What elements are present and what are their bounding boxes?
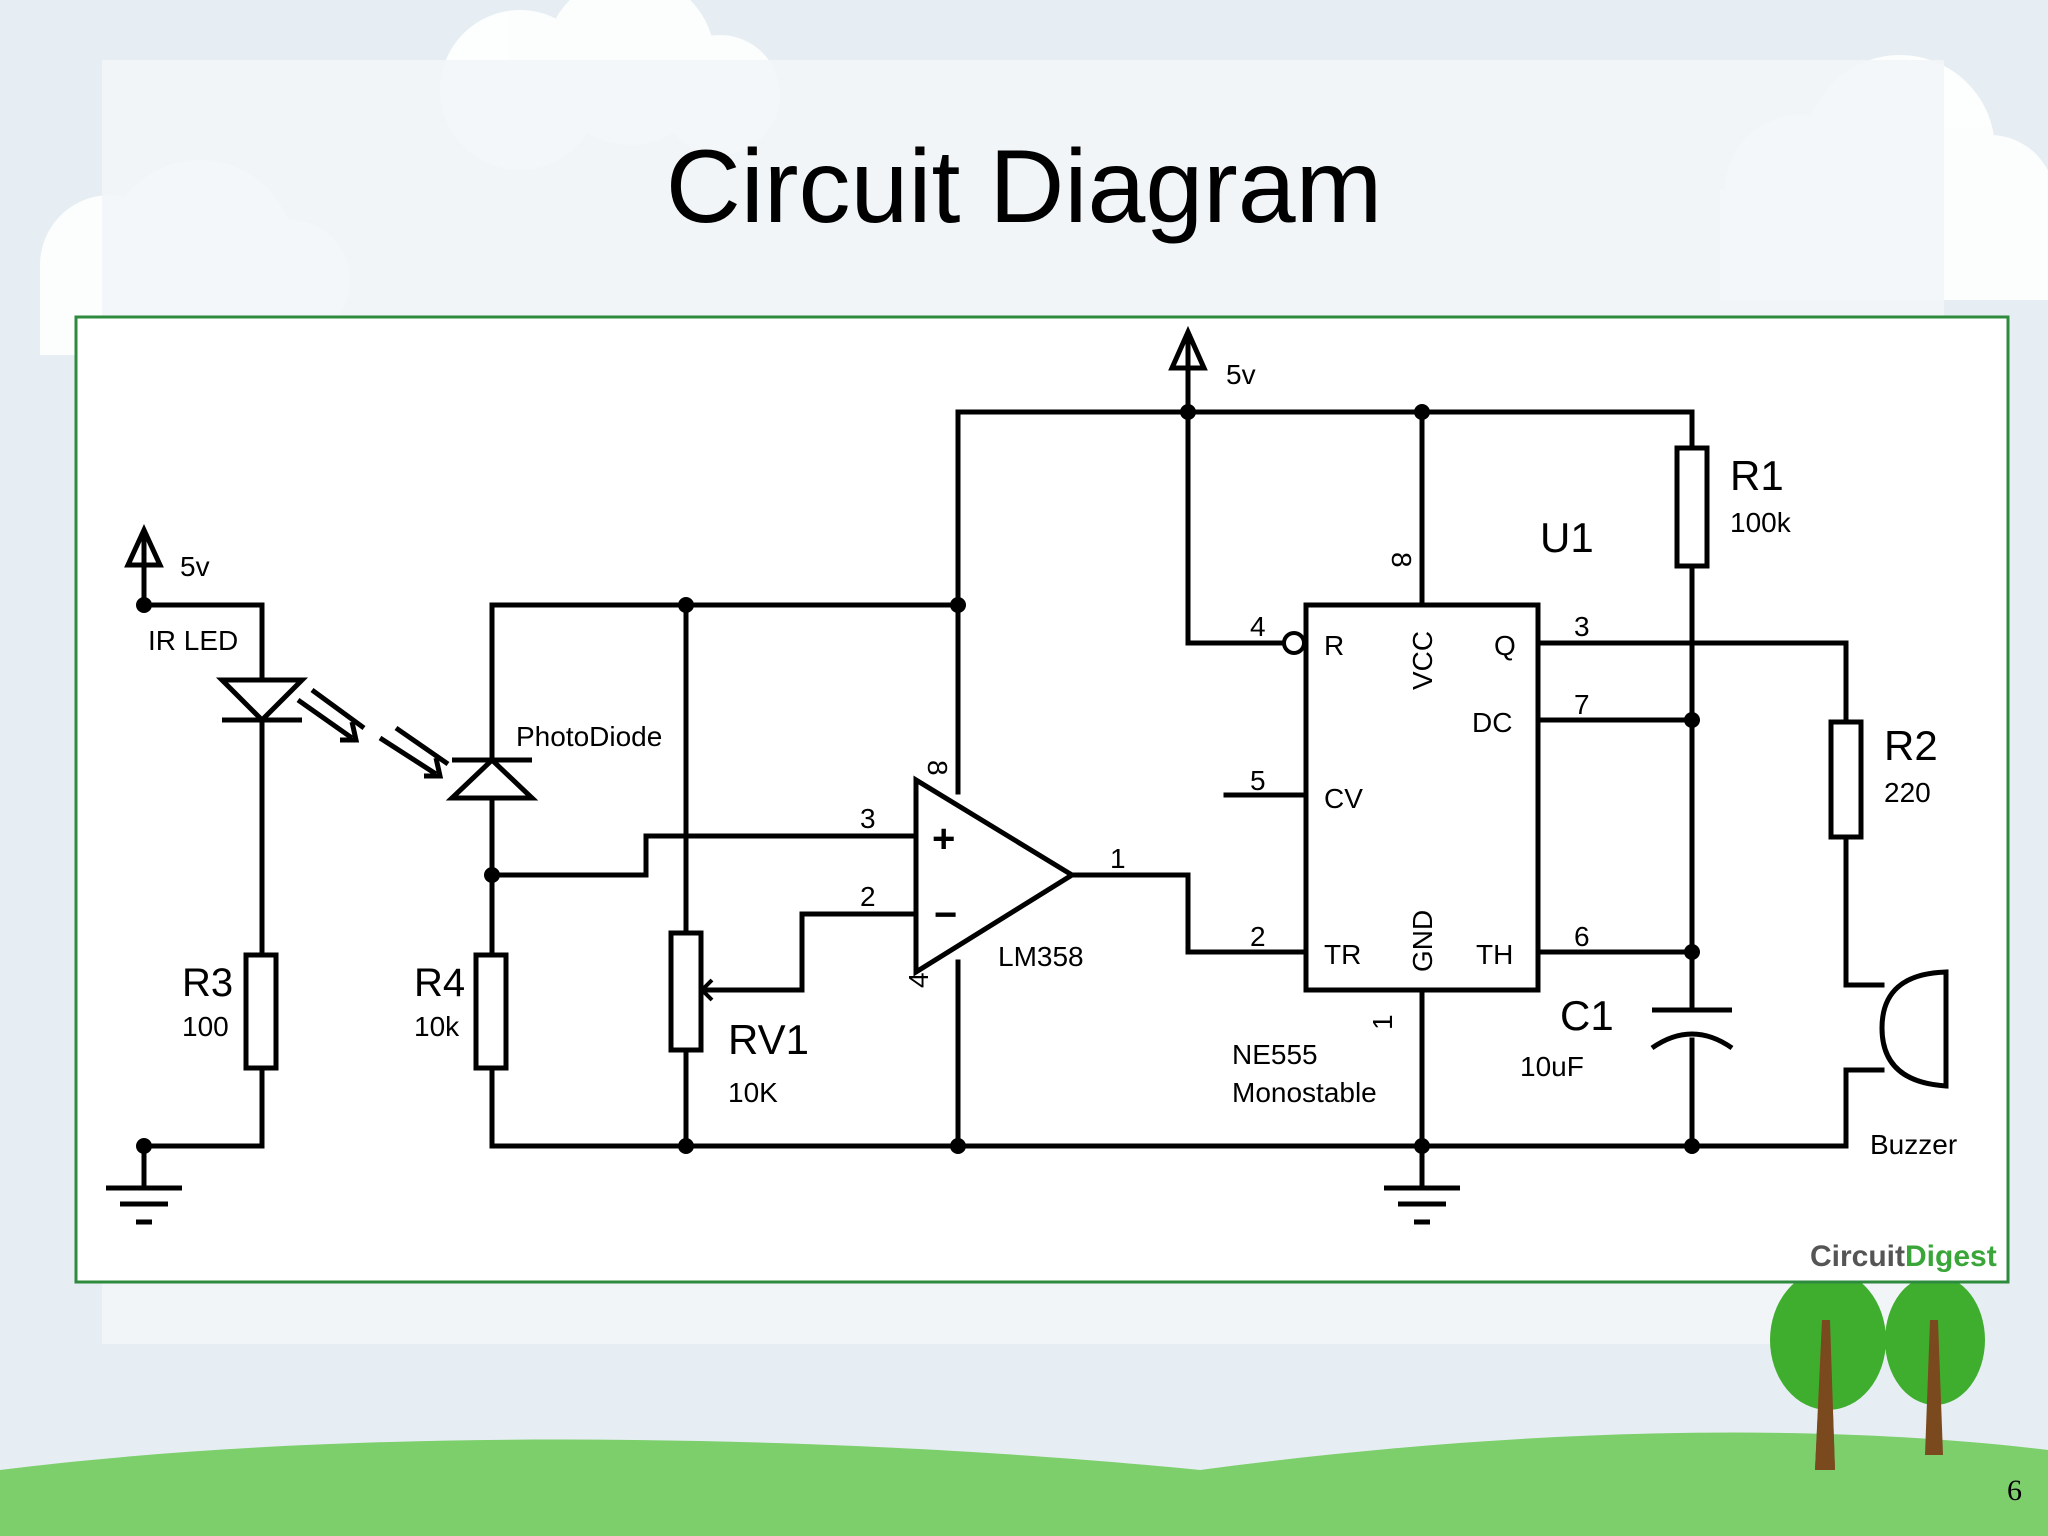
- u1-pinnum-tr: 2: [1250, 921, 1266, 952]
- r2-symbol: [1828, 719, 1864, 840]
- c1-name: C1: [1560, 992, 1614, 1039]
- buzzer-label: Buzzer: [1870, 1129, 1957, 1160]
- opamp-pin-vcc: 8: [922, 760, 953, 776]
- supply-top-label: 5v: [1226, 359, 1256, 390]
- u1-pin-r: R: [1324, 630, 1344, 661]
- opamp-pin-out: 1: [1110, 843, 1126, 874]
- r1-name: R1: [1730, 452, 1784, 499]
- u1-mode-label: Monostable: [1232, 1077, 1377, 1108]
- u1-pinnum-q: 3: [1574, 611, 1590, 642]
- u1-pin-gnd: GND: [1407, 910, 1438, 972]
- opamp-pin-minus: 2: [860, 881, 876, 912]
- photodiode-label: PhotoDiode: [516, 721, 662, 752]
- rv1-symbol: [668, 930, 704, 1053]
- u1-pin-q: Q: [1494, 630, 1516, 661]
- svg-text:CircuitDigest: CircuitDigest: [1810, 1240, 1997, 1273]
- opamp-symbol: [913, 775, 1077, 977]
- opamp-plus: +: [932, 817, 955, 861]
- buzzer-symbol: [1879, 969, 1949, 1089]
- ground-right: [1384, 1185, 1460, 1225]
- u1-pinnum-th: 6: [1574, 921, 1590, 952]
- r2-name: R2: [1884, 722, 1938, 769]
- tree-1: [1770, 1270, 1886, 1470]
- schematic-frame: [74, 315, 2010, 1284]
- u1-pin-dc: DC: [1472, 707, 1512, 738]
- u1-pinnum-dc: 7: [1574, 689, 1590, 720]
- photodiode-symbol: [378, 725, 539, 801]
- u1-pinnum-cv: 5: [1250, 765, 1266, 796]
- u1-pinnum-gnd: 1: [1367, 1014, 1398, 1030]
- ground-left: [106, 1185, 182, 1225]
- brand-part2: Digest: [1905, 1240, 1997, 1273]
- slide-title: Circuit Diagram: [665, 129, 1383, 245]
- u1-chip-label: NE555: [1232, 1039, 1318, 1070]
- u1-name: U1: [1540, 514, 1594, 561]
- u1-pin-th: TH: [1476, 939, 1513, 970]
- ne555-chip: [1303, 602, 1541, 993]
- opamp-pin-plus: 3: [860, 803, 876, 834]
- ir-led-label: IR LED: [148, 625, 238, 656]
- u1-pinnum-r: 4: [1250, 611, 1266, 642]
- r4-name: R4: [414, 961, 465, 1005]
- r3-value: 100: [182, 1011, 229, 1042]
- page-number: 6: [2007, 1474, 2022, 1507]
- junction-dots: [136, 404, 1700, 1154]
- c1-symbol: [1650, 1007, 1734, 1051]
- rv1-name: RV1: [728, 1016, 809, 1063]
- u1-pin-vcc: VCC: [1407, 631, 1438, 690]
- supply-arrow-left: [124, 523, 164, 590]
- r3-symbol: [243, 952, 279, 1071]
- reset-inversion-dot: [1282, 631, 1306, 655]
- r3-name: R3: [182, 961, 233, 1005]
- grass-hill: [0, 1432, 2048, 1536]
- rv1-value: 10K: [728, 1077, 778, 1108]
- brand-logo: CircuitDigest: [1810, 1240, 1997, 1273]
- opamp-name: LM358: [998, 941, 1084, 972]
- ir-led-symbol: [215, 677, 366, 743]
- c1-value: 10uF: [1520, 1051, 1584, 1082]
- r4-value: 10k: [414, 1011, 460, 1042]
- supply-arrow-top: [1168, 325, 1208, 390]
- brand-part1: Circuit: [1810, 1240, 1905, 1273]
- u1-pinnum-vcc: 8: [1386, 552, 1417, 568]
- r4-symbol: [473, 952, 509, 1071]
- tree-2: [1885, 1275, 1985, 1455]
- u1-pin-cv: CV: [1324, 783, 1363, 814]
- r1-value: 100k: [1730, 507, 1792, 538]
- opamp-minus: −: [934, 893, 957, 937]
- r2-value: 220: [1884, 777, 1931, 808]
- u1-pin-tr: TR: [1324, 939, 1361, 970]
- supply-left-label: 5v: [180, 551, 210, 582]
- r1-symbol: [1674, 445, 1710, 569]
- opamp-pin-gnd: 4: [903, 972, 934, 988]
